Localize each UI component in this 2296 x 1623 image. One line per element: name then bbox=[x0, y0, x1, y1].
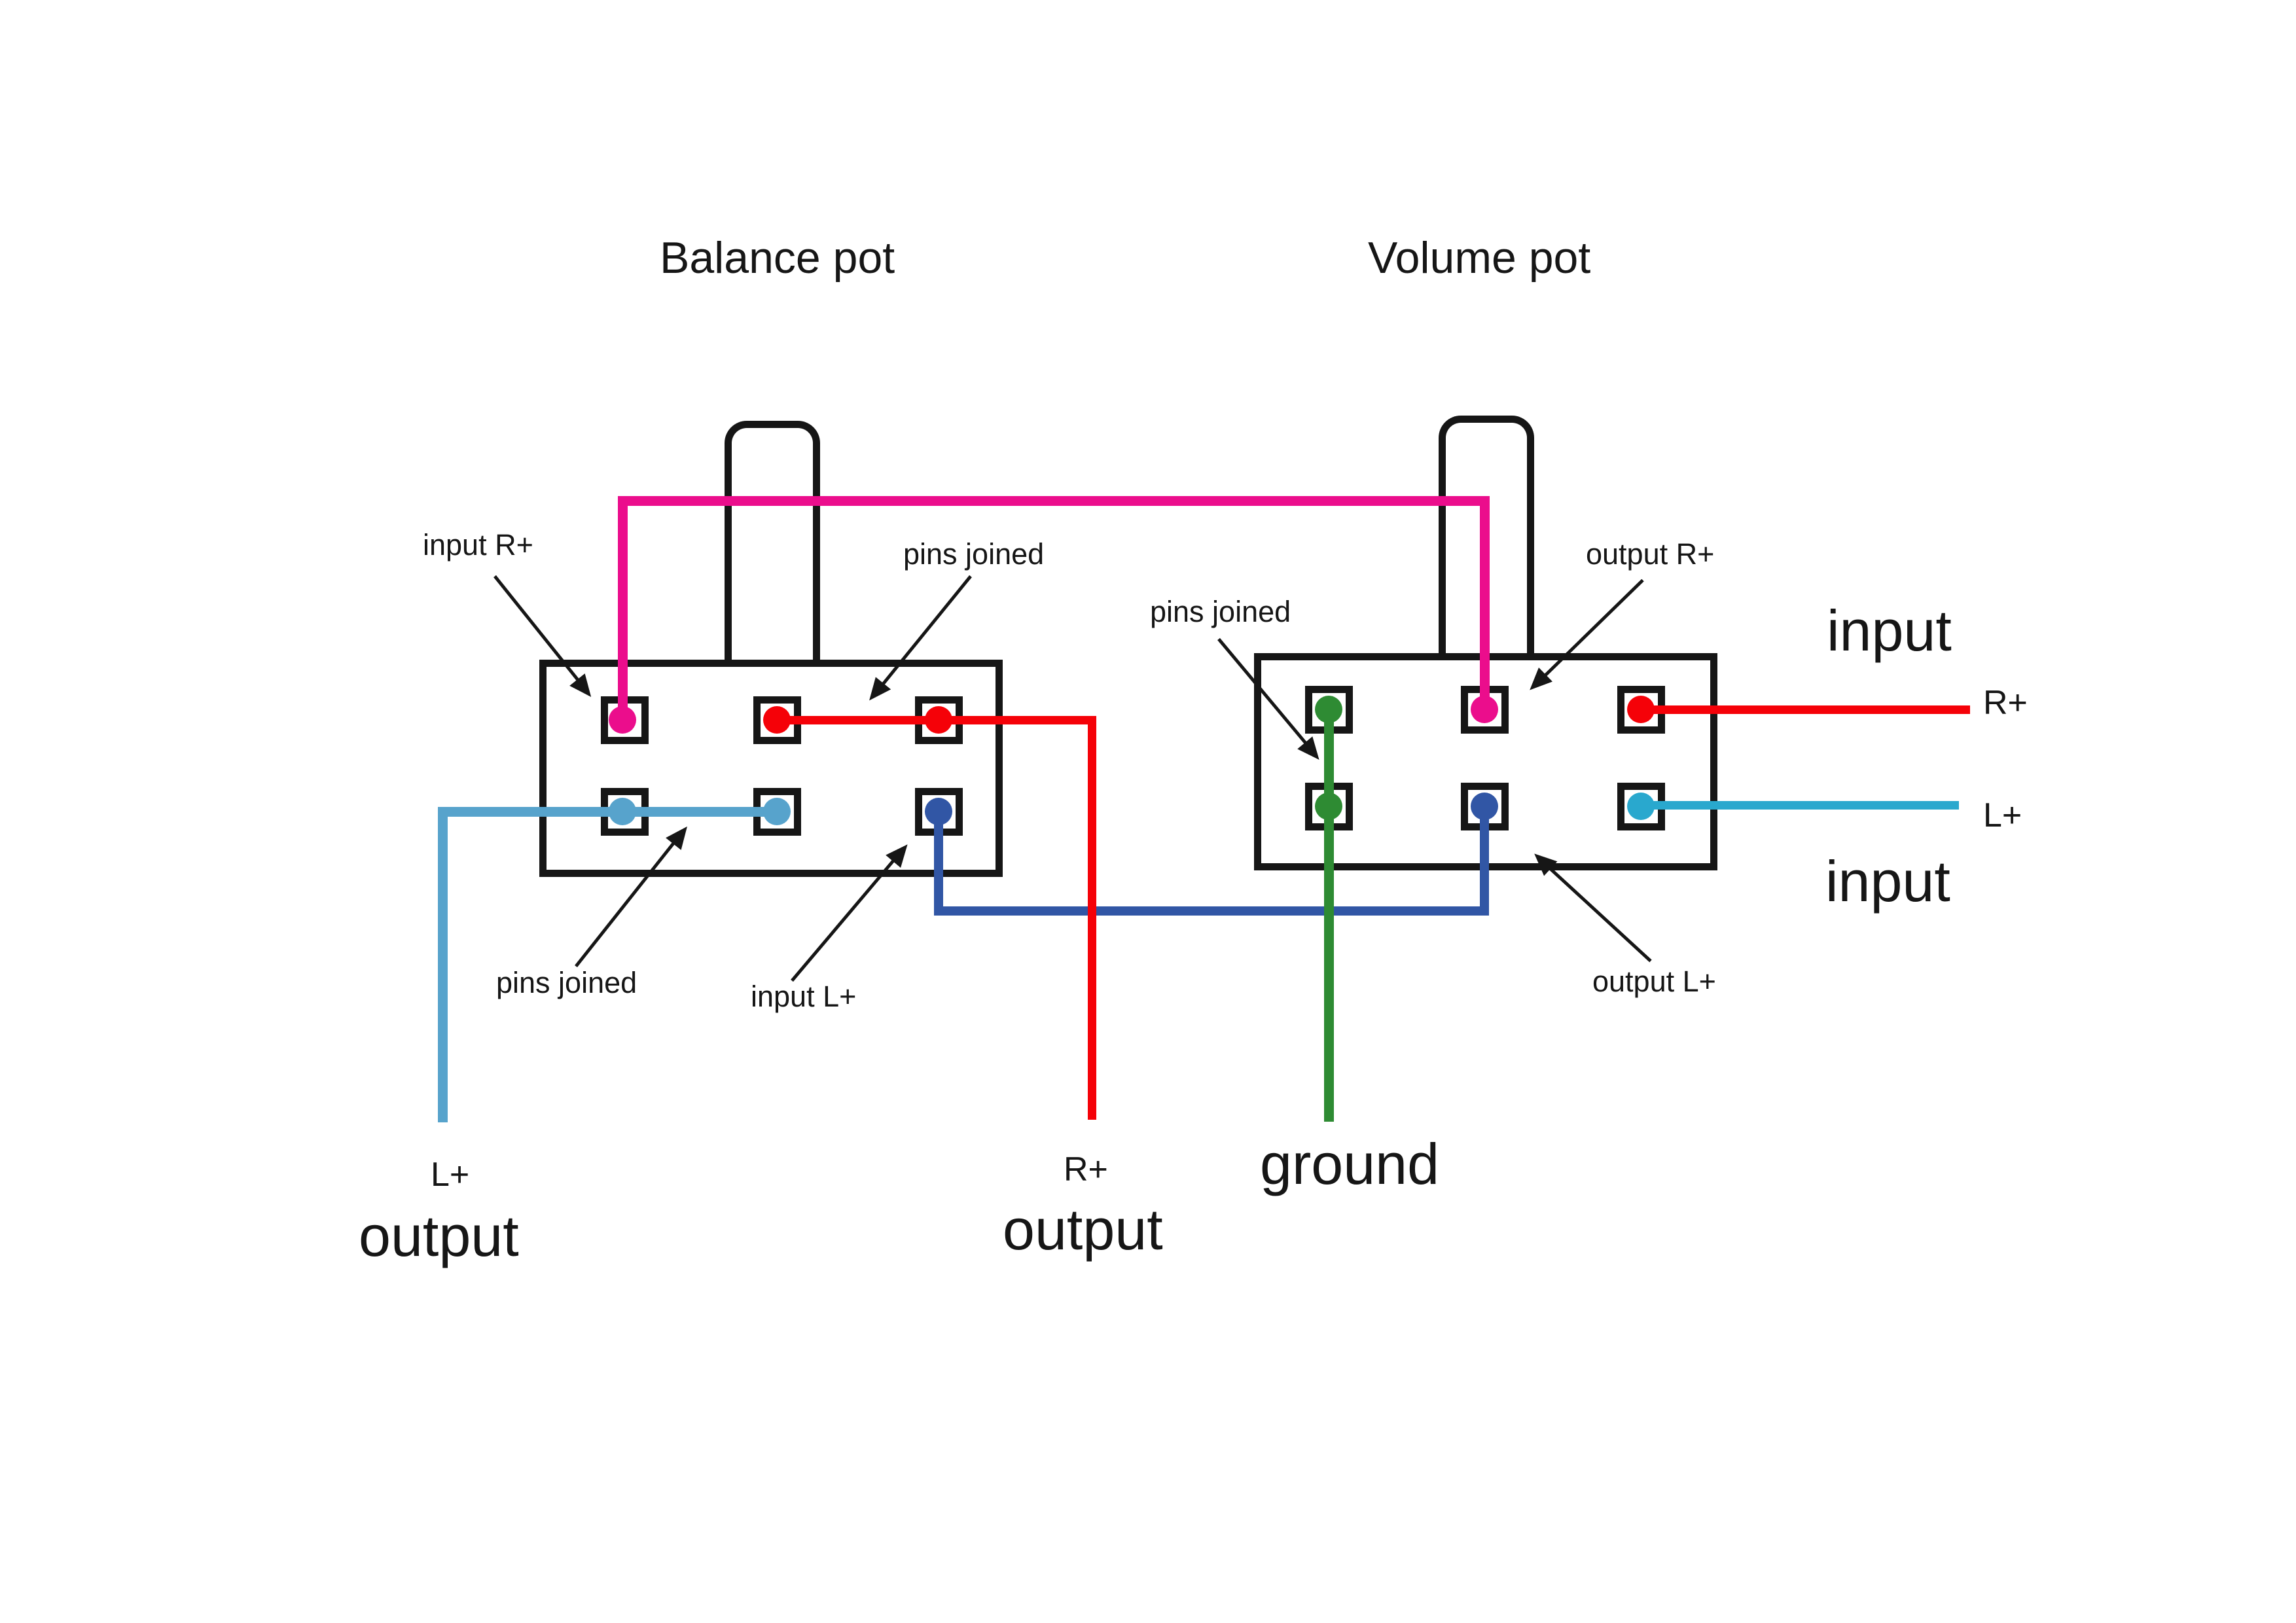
output-l-label: output L+ bbox=[1592, 965, 1716, 998]
output-l-arrow bbox=[1549, 867, 1652, 963]
dark-blue-wire-up-segment bbox=[1480, 806, 1489, 916]
green-ground-wire bbox=[1324, 709, 1334, 1122]
input-bottom-label: input bbox=[1825, 849, 1950, 914]
balance-dot-bottom-left bbox=[609, 798, 636, 825]
l-plus-right-label: L+ bbox=[1983, 796, 2022, 834]
ground-label: ground bbox=[1260, 1132, 1440, 1196]
output-r-label: output R+ bbox=[1586, 537, 1715, 571]
pink-wire-across-segment bbox=[618, 496, 1490, 506]
input-top-label: input bbox=[1827, 598, 1952, 663]
r-plus-right-label: R+ bbox=[1983, 684, 2028, 722]
light-blue-wire-down-segment bbox=[438, 807, 448, 1122]
balance-pins-joined-bottom-label: pins joined bbox=[496, 966, 637, 999]
volume-dot-bottom-right bbox=[1627, 793, 1655, 820]
volume-pins-joined-label: pins joined bbox=[1150, 595, 1291, 628]
volume-dot-top-right bbox=[1627, 696, 1655, 723]
input-l-label: input L+ bbox=[751, 980, 857, 1013]
r-plus-output-label: R+ bbox=[1064, 1150, 1108, 1188]
volume-dot-bottom-middle bbox=[1471, 793, 1498, 820]
balance-dot-top-left bbox=[609, 706, 636, 734]
dark-blue-wire-across-segment bbox=[934, 906, 1489, 916]
red-wire-down-segment bbox=[1088, 716, 1096, 1120]
balance-dot-top-middle bbox=[763, 706, 791, 734]
output-left-label: output bbox=[359, 1204, 519, 1268]
input-l-arrow bbox=[791, 859, 895, 982]
balance-pins-joined-top-label: pins joined bbox=[903, 537, 1045, 571]
balance-dot-top-right bbox=[925, 706, 952, 734]
balance-dot-bottom-right bbox=[925, 798, 952, 825]
red-input-wire bbox=[1641, 705, 1970, 714]
volume-dot-bottom-left bbox=[1315, 793, 1342, 820]
cyan-input-wire bbox=[1641, 801, 1959, 810]
output-mid-label: output bbox=[1003, 1197, 1163, 1262]
balance-dot-bottom-middle bbox=[763, 798, 791, 825]
volume-dot-top-left bbox=[1315, 696, 1342, 723]
input-r-label: input R+ bbox=[423, 528, 533, 562]
pink-wire-up-segment bbox=[618, 496, 628, 724]
input-r-arrow bbox=[493, 575, 579, 681]
volume-dot-top-middle bbox=[1471, 696, 1498, 723]
volume-pot-title: Volume pot bbox=[1368, 233, 1591, 283]
pink-wire-down-segment bbox=[1480, 496, 1490, 713]
balance-pot-title: Balance pot bbox=[660, 233, 895, 283]
l-plus-output-label: L+ bbox=[431, 1156, 470, 1194]
dark-blue-wire-down-segment bbox=[934, 812, 943, 916]
balance-pin-bottom-right bbox=[915, 788, 963, 836]
balance-pot-body bbox=[539, 660, 1003, 877]
balance-pot-shaft bbox=[725, 421, 820, 667]
